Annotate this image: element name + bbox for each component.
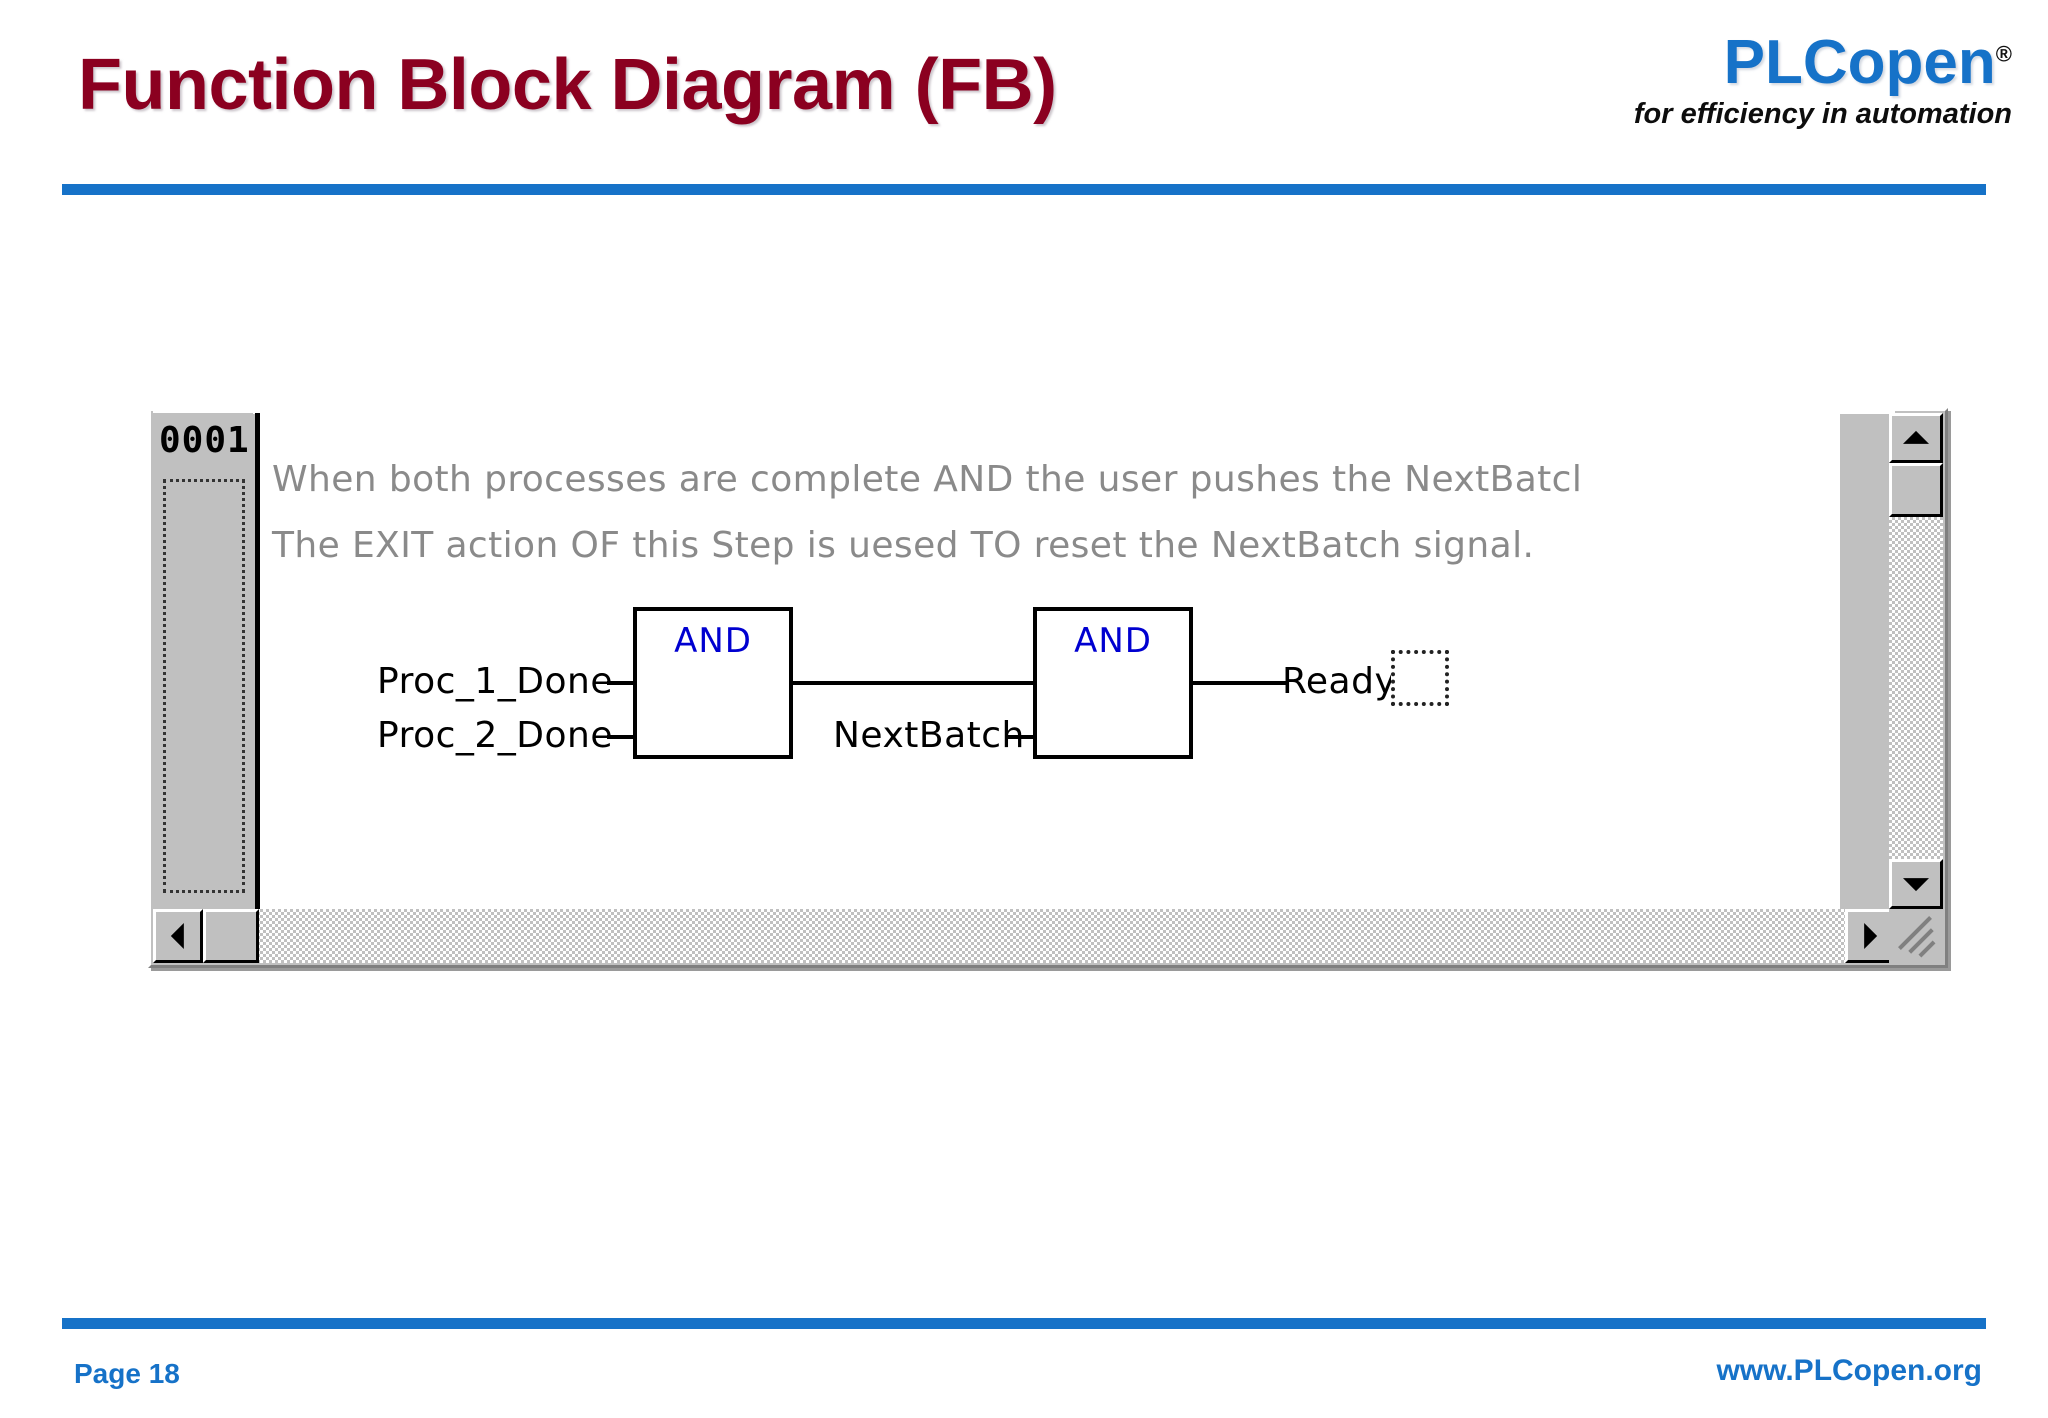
fbd-editor-window[interactable]: 0001 When both processes are complete AN… <box>148 408 1948 968</box>
gutter-divider <box>255 413 260 909</box>
scroll-right-button[interactable] <box>1845 909 1895 963</box>
wire-and2-to-ready <box>1189 681 1287 685</box>
chevron-left-icon <box>170 923 184 949</box>
fbd-canvas[interactable]: When both processes are complete AND the… <box>260 413 1840 909</box>
vertical-scroll-track[interactable] <box>1889 463 1943 859</box>
footer-divider <box>62 1318 1986 1329</box>
network-gutter[interactable]: 0001 <box>153 413 253 909</box>
horizontal-scroll-track[interactable] <box>203 909 1845 963</box>
slide-header: Function Block Diagram (FB) PLCopen® for… <box>0 0 2048 200</box>
scroll-up-button[interactable] <box>1889 413 1943 463</box>
output-label-ready[interactable]: Ready <box>1282 661 1397 702</box>
input-label-nextbatch[interactable]: NextBatch <box>833 715 1025 756</box>
header-divider <box>62 184 1986 195</box>
page-title: Function Block Diagram (FB) <box>78 45 1057 125</box>
chevron-up-icon <box>1903 430 1929 444</box>
input-label-proc-2-done[interactable]: Proc_2_Done <box>377 715 614 756</box>
wire-proc-1-done <box>607 681 637 685</box>
registered-trademark-icon: ® <box>1995 41 2012 67</box>
chevron-right-icon <box>1864 923 1878 949</box>
wire-proc-2-done <box>607 735 637 739</box>
brand-name-text: PLCopen <box>1723 28 1996 97</box>
scroll-down-button[interactable] <box>1889 859 1943 909</box>
network-selection-box[interactable] <box>163 479 245 893</box>
brand-logo: PLCopen® for efficiency in automation <box>1452 32 2012 131</box>
output-selection-box[interactable] <box>1391 650 1449 706</box>
resize-grip-icon[interactable] <box>1889 909 1943 963</box>
input-label-proc-1-done[interactable]: Proc_1_Done <box>377 661 614 702</box>
vertical-scroll-thumb[interactable] <box>1889 463 1943 517</box>
fbd-window-inner: 0001 When both processes are complete AN… <box>151 411 1945 965</box>
wire-and1-to-and2 <box>789 681 1037 685</box>
network-comment-line-1: When both processes are complete AND the… <box>272 459 1583 500</box>
wire-nextbatch <box>1007 735 1037 739</box>
network-number-label: 0001 <box>159 420 250 461</box>
network-comment-line-2: The EXIT action OF this Step is uesed TO… <box>272 525 1535 566</box>
brand-name: PLCopen® <box>1452 32 2012 94</box>
footer-page-number: Page 18 <box>74 1358 180 1389</box>
chevron-down-icon <box>1903 878 1929 892</box>
horizontal-scrollbar[interactable] <box>153 909 1895 963</box>
scroll-left-button[interactable] <box>153 909 203 963</box>
function-block-and-1-label: AND <box>674 621 752 661</box>
function-block-and-1[interactable]: AND <box>633 607 793 759</box>
function-block-and-2[interactable]: AND <box>1033 607 1193 759</box>
footer-website-link[interactable]: www.PLCopen.org <box>1716 1354 1982 1387</box>
horizontal-scroll-thumb[interactable] <box>203 909 259 963</box>
window-top-bevel <box>153 411 1895 414</box>
function-block-and-2-label: AND <box>1074 621 1152 661</box>
brand-tagline: for efficiency in automation <box>1633 98 2012 130</box>
vertical-scrollbar[interactable] <box>1889 413 1943 909</box>
